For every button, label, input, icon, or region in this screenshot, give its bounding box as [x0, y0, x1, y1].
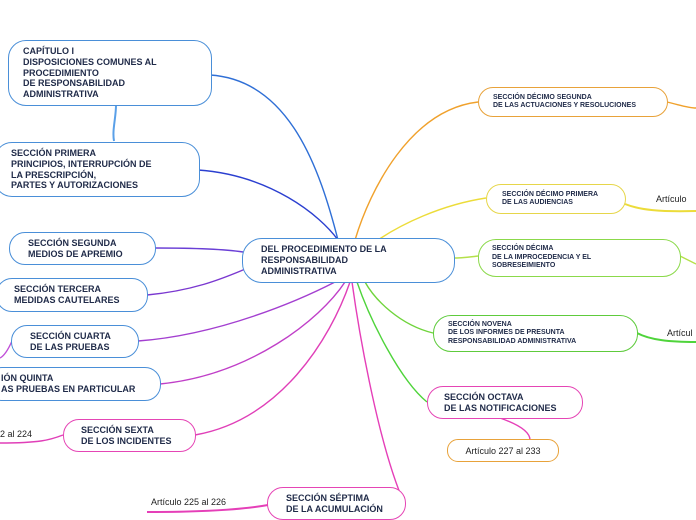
node-seccion-quinta[interactable]: IÓN QUINTA AS PRUEBAS EN PARTICULAR — [0, 367, 161, 401]
link-decimo-primera-leaf — [624, 203, 696, 213]
link-cuarta-out — [0, 340, 13, 359]
link-sexta — [194, 281, 351, 436]
link-tercera — [146, 267, 249, 296]
link-decimo-segunda — [354, 101, 479, 241]
node-capitulo-i[interactable]: CAPÍTULO I DISPOSICIONES COMUNES AL PROC… — [8, 40, 212, 106]
link-cuarta — [137, 281, 336, 342]
link-octava — [356, 281, 428, 403]
central-topic[interactable]: DEL PROCEDIMIENTO DE LA RESPONSABILIDAD … — [242, 238, 455, 283]
link-capitulo — [209, 74, 339, 241]
node-seccion-novena[interactable]: SECCIÓN NOVENA DE LOS INFORMES DE PRESUN… — [433, 315, 638, 352]
node-seccion-decimo-primera[interactable]: SECCIÓN DÉCIMO PRIMERA DE LAS AUDIENCIAS — [486, 184, 626, 214]
link-quinta — [159, 281, 346, 385]
link-sexta-leaf — [0, 434, 64, 444]
link-primera — [197, 169, 339, 241]
leaf-articulo-sexta[interactable]: 2 al 224 — [0, 429, 33, 439]
link-capitulo-primera — [112, 104, 117, 142]
link-novena-leaf — [636, 332, 696, 343]
node-seccion-decima[interactable]: SECCIÓN DÉCIMA DE LA IMPROCEDENCIA Y EL … — [478, 239, 681, 277]
link-decima-out — [679, 255, 696, 265]
node-seccion-septima[interactable]: SECCIÓN SÉPTIMA DE LA ACUMULACIÓN — [267, 487, 406, 520]
leaf-articulo-225-226[interactable]: Artículo 225 al 226 — [151, 497, 227, 507]
link-octava-leaf — [499, 417, 531, 441]
link-septima — [351, 281, 406, 506]
link-segunda — [154, 247, 244, 253]
leaf-articulo-227-233[interactable]: Artículo 227 al 233 — [447, 439, 559, 462]
node-seccion-tercera[interactable]: SECCIÓN TERCERA MEDIDAS CAUTELARES — [0, 278, 148, 312]
leaf-articulo-novena[interactable]: Artícul — [667, 328, 693, 338]
link-decima — [454, 255, 479, 259]
node-seccion-octava[interactable]: SECCIÓN OCTAVA DE LAS NOTIFICACIONES — [427, 386, 583, 419]
link-decimo-segunda-out — [666, 101, 696, 109]
node-seccion-segunda[interactable]: SECCIÓN SEGUNDA MEDIOS DE APREMIO — [9, 232, 156, 265]
node-seccion-primera[interactable]: SECCIÓN PRIMERA PRINCIPIOS, INTERRUPCIÓN… — [0, 142, 200, 197]
link-novena — [364, 281, 434, 334]
node-seccion-sexta[interactable]: SECCIÓN SEXTA DE LOS INCIDENTES — [63, 419, 196, 452]
node-seccion-decimo-segunda[interactable]: SECCIÓN DÉCIMO SEGUNDA DE LAS ACTUACIONE… — [478, 87, 668, 117]
node-seccion-cuarta[interactable]: SECCIÓN CUARTA DE LAS PRUEBAS — [11, 325, 139, 358]
leaf-articulo-decimo-primera[interactable]: Artículo — [656, 194, 687, 204]
link-septima-leaf — [146, 504, 269, 513]
link-decimo-primera — [377, 197, 487, 241]
